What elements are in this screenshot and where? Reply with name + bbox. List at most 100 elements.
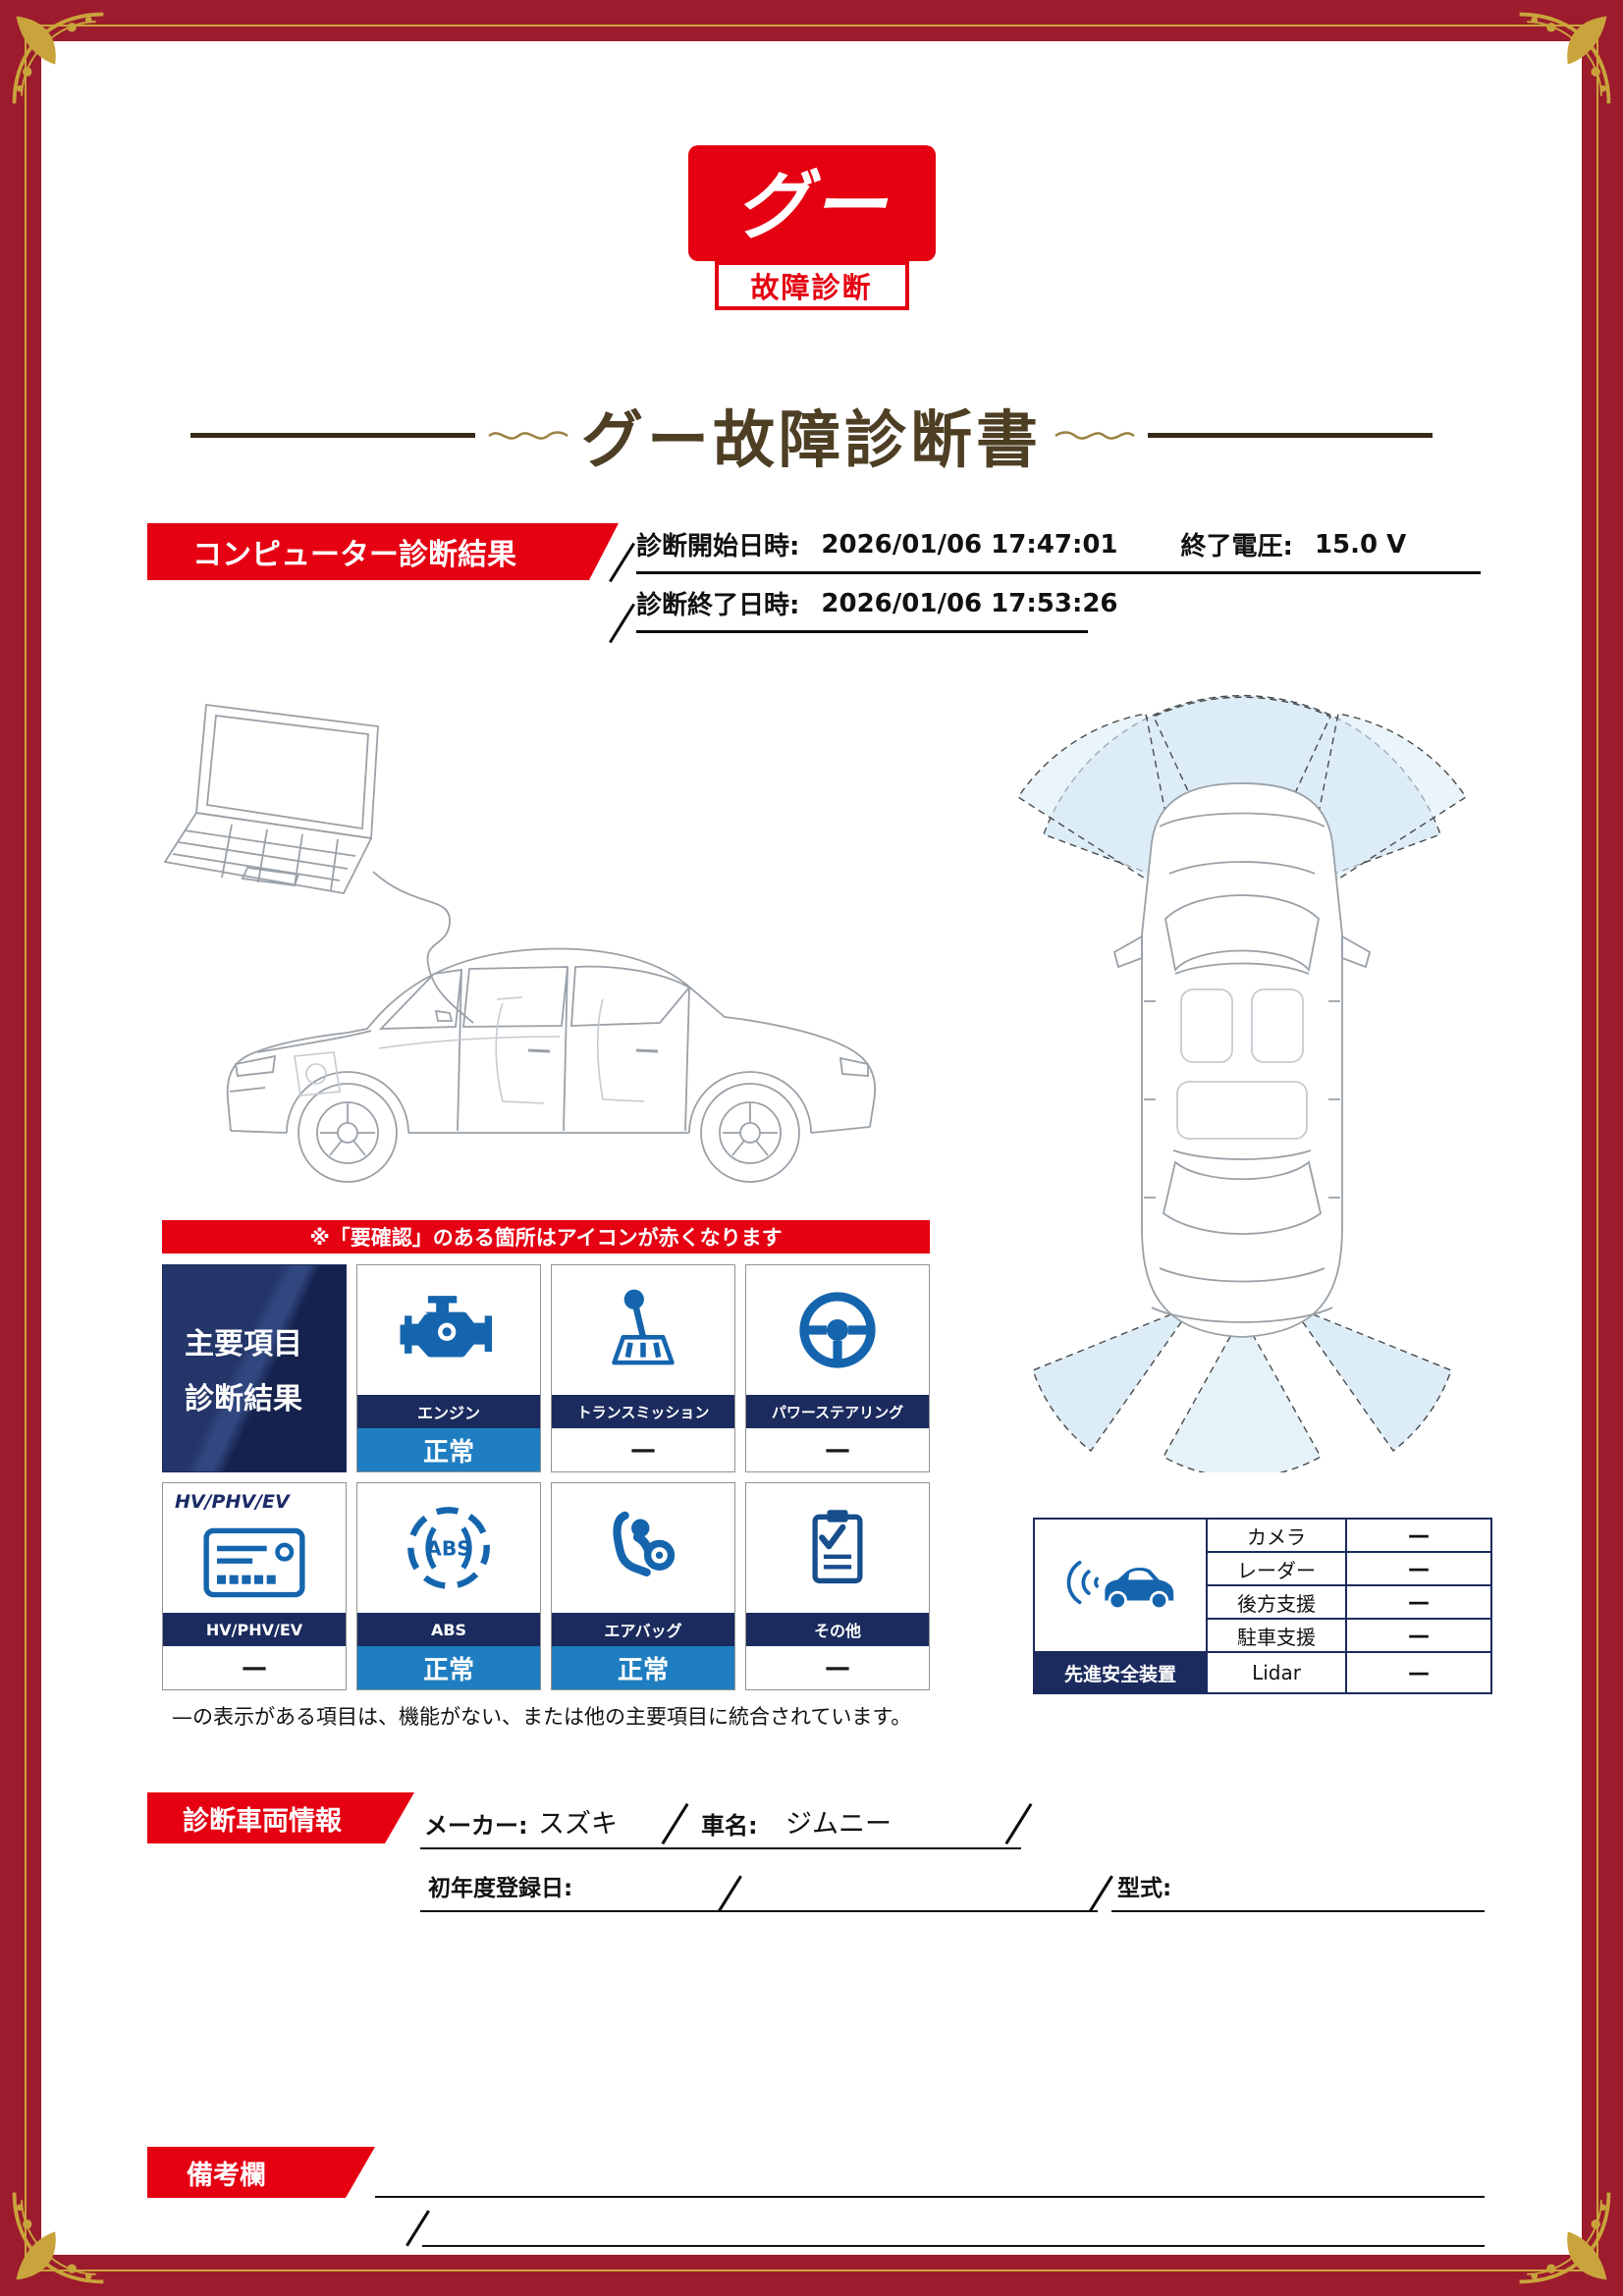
diagonal-tick [1089,1875,1113,1912]
table-row: 後方支援 — [1034,1584,1492,1620]
diagnosis-item-engine: エンジン 正常 [356,1264,541,1472]
field-underline [1111,1910,1485,1912]
attention-notice-text: ※「要確認」のある箇所はアイコンが赤くなります [309,1226,783,1250]
remarks-line-1 [375,2196,1485,2198]
page-title: グー故障診断書 [581,404,1042,476]
title-rule-left [190,433,475,438]
table-row: 駐車支援 — [1034,1618,1492,1653]
table-row: 先進安全装置 Lidar — [1033,1651,1492,1694]
start-datetime-value: 2026/01/06 17:47:01 [821,529,1118,560]
power-steering-icon [799,1292,876,1368]
safety-car-icon [1066,1561,1174,1611]
report-title-row: グー故障診断書 [0,391,1623,480]
corner-ornament-icon [12,12,104,104]
diagnosis-start-row: 診断開始日時: 2026/01/06 17:47:01 終了電圧: 15.0 V [636,517,1481,574]
airbag-icon [613,1511,676,1576]
diagonal-tick [718,1875,742,1912]
top-view-sensor-coverage-illustration [1017,695,1467,1472]
diagnosis-item-hv-phv-ev: HV/PHV/EV HV/PHV/EV — [162,1482,347,1690]
safety-row-value: — [1345,1518,1492,1553]
item-label: エンジン [357,1395,540,1428]
car-name-value: ジムニー [785,1809,892,1840]
hv-phv-ev-logo-text: HV/PHV/EV [175,1491,290,1513]
diagonal-tick [661,1802,689,1845]
end-voltage-label: 終了電圧: [1180,532,1293,561]
grid-header-cell: 主要項目 診断結果 [162,1264,347,1472]
item-status: 正常 [357,1428,540,1471]
hv-phv-ev-icon [203,1527,305,1598]
abs-icon: ABS [407,1507,490,1589]
attention-notice-bar: ※「要確認」のある箇所はアイコンが赤くなります [162,1220,930,1254]
engine-icon [400,1296,492,1358]
start-datetime-label: 診断開始日時: [636,532,800,561]
model-code-label: 型式: [1117,1876,1172,1901]
diagonal-tick [1004,1802,1033,1845]
item-label: ABS [357,1613,540,1646]
diagonal-tick [609,603,635,644]
item-status: 正常 [357,1646,540,1689]
table-row: カメラ — [1033,1518,1492,1653]
advanced-safety-label: 先進安全装置 [1033,1651,1208,1694]
field-underline [420,1847,1021,1849]
car-name-label: 車名: [701,1812,758,1840]
end-voltage-value: 15.0 V [1314,529,1407,560]
diagnosis-item-airbag: エアバッグ 正常 [551,1482,735,1690]
item-label: トランスミッション [552,1395,734,1428]
item-label: エアバッグ [552,1613,734,1646]
corner-ornament-icon [1519,12,1611,104]
safety-row-name: Lidar [1206,1651,1347,1694]
safety-row-value: — [1345,1618,1492,1653]
diagnosis-result-grid: 主要項目 診断結果 エンジン 正常 [162,1264,930,1690]
diagnosis-item-power-steering: パワーステアリング — [745,1264,930,1472]
field-underline [420,1910,1098,1912]
advanced-safety-table: カメラ — レーダー — 後方支援 — 駐車支援 — 先進安全装置 Lidar … [1033,1518,1492,1694]
table-row: レーダー — [1034,1551,1492,1586]
goo-logo-subtitle-box: 故障診断 [714,261,909,310]
maker-label: メーカー: [424,1812,528,1840]
diagnosis-item-other: その他 — [745,1482,930,1690]
grid-header-line2: 診断結果 [185,1382,302,1416]
item-status: 正常 [552,1646,734,1689]
grid-header-line1: 主要項目 [185,1327,302,1362]
end-datetime-label: 診断終了日時: [636,591,800,620]
maker-value: スズキ [538,1809,618,1840]
section-computer-diagnosis: コンピューター診断結果 [147,523,619,580]
diagnosis-end-row: 診断終了日時: 2026/01/06 17:53:26 [636,576,1118,633]
section-remarks: 備考欄 [147,2147,375,2198]
remarks-line-2 [422,2245,1485,2247]
section-vehicle-info: 診断車両情報 [147,1792,414,1843]
item-status: — [746,1428,929,1471]
item-label: その他 [746,1613,929,1646]
grid-footnote: —の表示がある項目は、機能がない、または他の主要項目に統合されています。 [172,1705,912,1729]
diagnosis-item-abs: ABS ABS 正常 [356,1482,541,1690]
item-status: — [746,1646,929,1689]
other-clipboard-icon [812,1510,863,1584]
goo-logo-text: グー [734,162,889,249]
transmission-icon [612,1289,675,1365]
vehicle-info-section: 診断車両情報 メーカー: スズキ 車名: ジムニー 初年度登録日: 型式: [0,1792,1623,1940]
item-status: — [552,1428,734,1471]
diagonal-tick [609,542,635,583]
registration-date-label: 初年度登録日: [428,1876,573,1901]
remarks-section: 備考欄 [0,2147,1623,2265]
end-datetime-value: 2026/01/06 17:53:26 [821,588,1118,618]
safety-row-value: — [1345,1651,1492,1694]
goo-logo: グー [687,145,936,261]
safety-row-value: — [1345,1551,1492,1586]
item-label: パワーステアリング [746,1395,929,1428]
diagnosis-item-transmission: トランスミッション — [551,1264,735,1472]
safety-row-name: 駐車支援 [1206,1618,1347,1653]
section-remarks-label: 備考欄 [187,2160,266,2191]
safety-row-name: カメラ [1206,1518,1347,1553]
safety-row-name: レーダー [1206,1551,1347,1586]
section-vehicle-info-label: 診断車両情報 [183,1805,342,1837]
safety-row-name: 後方支援 [1206,1584,1347,1620]
title-rule-right [1148,433,1433,438]
goo-logo-subtitle: 故障診断 [750,271,873,304]
laptop-car-wireframe-illustration [163,703,877,1183]
item-status: — [163,1646,346,1689]
section-computer-diagnosis-label: コンピューター診断結果 [192,538,516,572]
abs-icon-text: ABS [426,1536,471,1560]
flourish-icon [1055,430,1135,440]
